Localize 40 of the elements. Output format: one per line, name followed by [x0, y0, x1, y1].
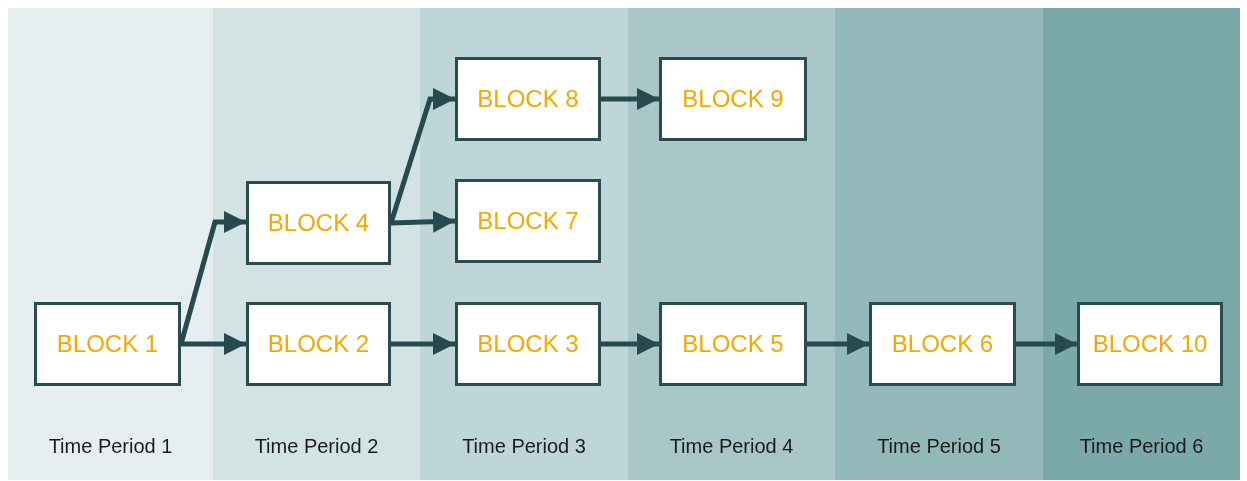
block-box [246, 302, 391, 386]
block-box [869, 302, 1016, 386]
period-label: Time Period 1 [47, 435, 174, 458]
block-label: BLOCK 6 [891, 330, 994, 358]
arrow [181, 333, 246, 355]
time-period-band [213, 8, 420, 480]
time-period-band [835, 8, 1043, 480]
block-box [455, 57, 601, 141]
arrow [391, 333, 455, 355]
block-label: BLOCK 3 [477, 330, 579, 358]
time-period-band [420, 8, 628, 480]
period-label: Time Period 2 [253, 435, 380, 458]
block-box [246, 181, 391, 265]
time-period-band [1043, 8, 1240, 480]
block-label: BLOCK 4 [267, 209, 370, 237]
arrow [390, 210, 456, 233]
block-box [1077, 302, 1223, 386]
block-label: BLOCK 10 [1092, 330, 1208, 358]
arrow [178, 211, 246, 345]
arrow [601, 88, 659, 110]
block-label: BLOCK 5 [682, 330, 784, 358]
arrow [601, 333, 659, 355]
block-label: BLOCK 7 [477, 207, 579, 235]
block-label: BLOCK 8 [477, 85, 579, 113]
period-label: Time Period 6 [1078, 435, 1205, 458]
time-period-band [628, 8, 835, 480]
time-period-band [8, 8, 213, 480]
block-box [455, 302, 601, 386]
block-label: BLOCK 1 [56, 330, 159, 358]
arrow [1016, 333, 1077, 355]
period-label: Time Period 4 [668, 435, 795, 458]
period-label: Time Period 3 [461, 435, 587, 458]
arrow [807, 333, 869, 355]
block-box [659, 302, 807, 386]
block-box [455, 179, 601, 263]
period-label: Time Period 5 [876, 435, 1002, 458]
block-label: BLOCK 2 [267, 330, 370, 358]
block-box [34, 302, 181, 386]
block-label: BLOCK 9 [682, 85, 784, 113]
block-box [659, 57, 807, 141]
